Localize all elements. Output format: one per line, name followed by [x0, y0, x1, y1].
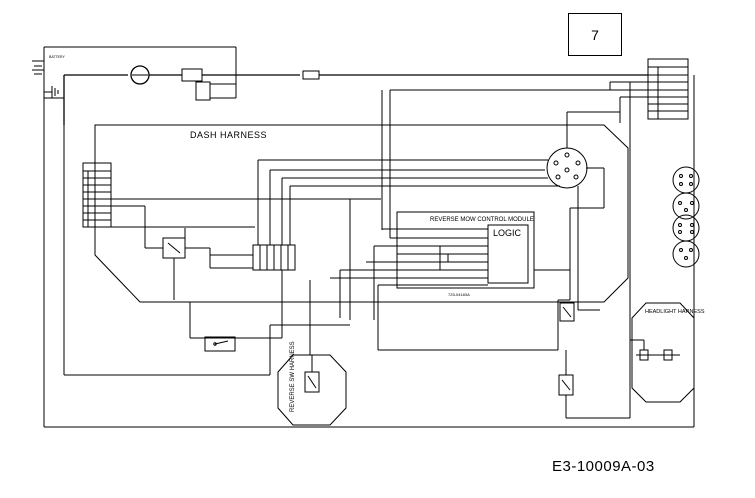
page-number-box: 7 [568, 13, 622, 56]
connector-pin-diagrams [672, 166, 700, 268]
document-code: E3-10009A-03 [552, 458, 655, 475]
reverse-mow-control-module: REVERSE MOW CONTROL MODULE LOGIC 725-041… [330, 211, 570, 350]
top-main-wire [44, 65, 648, 125]
connector-pinout-4-icon [672, 240, 700, 268]
seat-switch-icon [204, 336, 236, 352]
headlight-harness-label: HEADLIGHT HARNESS [645, 309, 705, 315]
dash-vertical-wires [257, 82, 621, 320]
svg-text:BATTERY: BATTERY [49, 55, 65, 59]
dash-harness-label: DASH HARNESS [190, 130, 267, 140]
page-number: 7 [591, 26, 599, 43]
headlight-2-icon [663, 349, 673, 361]
logic-label: LOGIC [493, 228, 522, 238]
reverse-sw-harness-label: REVERSE SW HARNESS [290, 341, 296, 412]
brake-switch-icon [559, 302, 575, 322]
reverse-sw-harness-outline: REVERSE SW HARNESS [277, 341, 347, 426]
ground-icon [44, 86, 59, 98]
headlight-harness-outline: HEADLIGHT HARNESS [630, 302, 705, 403]
pto-switch-icon [558, 374, 574, 396]
pto-relay-icon [144, 206, 210, 300]
lower-routing-wires [63, 82, 631, 419]
right-connector-block [610, 58, 689, 120]
outer-frame [43, 46, 695, 428]
dash-harness-outline: DASH HARNESS [94, 124, 629, 303]
ignition-switch-icon [546, 147, 588, 189]
module-part-number: 725-04183A [448, 292, 470, 297]
connector-pinout-2-icon [672, 192, 700, 220]
battery-icon: BATTERY [32, 55, 65, 75]
module-title: REVERSE MOW CONTROL MODULE [430, 217, 534, 223]
connector-pinout-1-icon [672, 166, 700, 194]
seat-switch-connector-icon [209, 244, 296, 271]
left-connector-block [82, 162, 381, 228]
